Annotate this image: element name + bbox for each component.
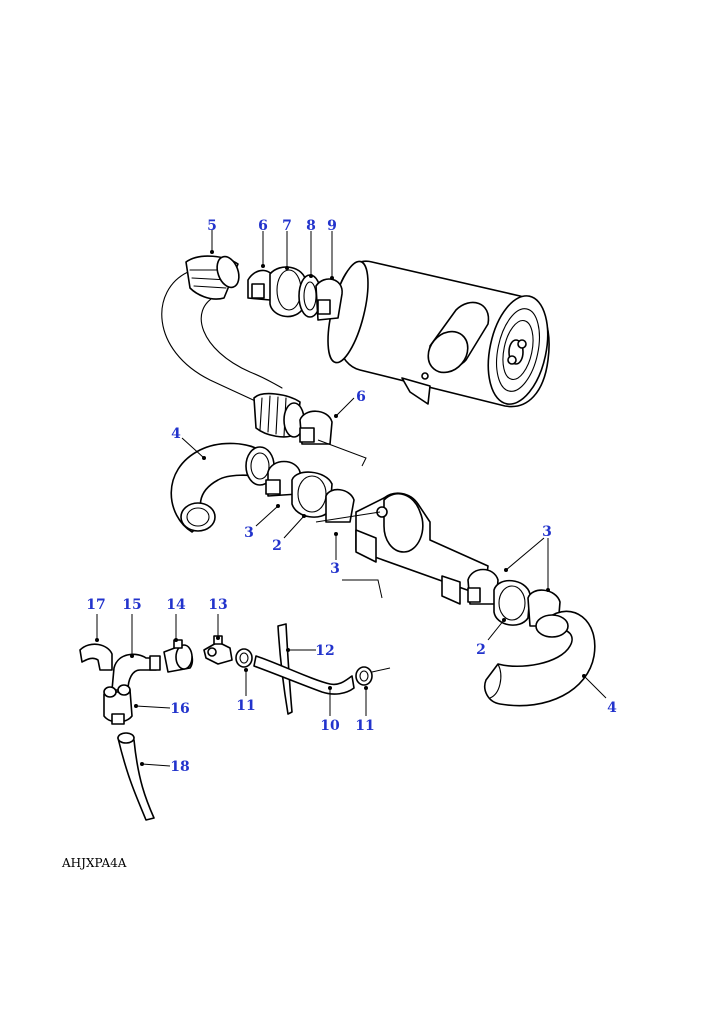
hose-clamps-top: [247, 266, 343, 321]
breather-parts: [79, 623, 391, 821]
clamp-connector-left: [265, 460, 355, 523]
callout-2-left: 2: [272, 538, 282, 554]
callout-4-left: 4: [171, 426, 181, 442]
clamp-connector-right: [467, 568, 561, 627]
callout-3-right: 3: [542, 524, 552, 540]
callout-18: 18: [170, 759, 189, 775]
callout-4-right: 4: [607, 700, 617, 716]
callout-15: 15: [122, 597, 141, 613]
elbow-hose-right: [484, 610, 596, 707]
callout-2-right: 2: [476, 642, 486, 658]
flexible-intake-hose: [161, 255, 305, 438]
hose-clamp-6: [299, 410, 367, 467]
callout-16: 16: [170, 701, 189, 717]
callout-6-top: 6: [258, 218, 268, 234]
callout-13: 13: [208, 597, 227, 613]
callout-12: 12: [315, 643, 334, 659]
callout-3-left: 3: [244, 525, 254, 541]
callout-8: 8: [306, 218, 316, 234]
air-cleaner-housing: [327, 260, 550, 408]
intake-pipe: [315, 492, 489, 605]
callout-9: 9: [327, 218, 337, 234]
callout-3-center: 3: [330, 561, 340, 577]
callout-10: 10: [320, 718, 340, 734]
callout-14: 14: [166, 597, 186, 613]
leader-lines: [95, 230, 607, 767]
callout-11-right: 11: [355, 718, 374, 734]
callout-11-left: 11: [236, 698, 255, 714]
callout-labels: 5 6 7 8 9 6 4 3 2 3 3 2 4 17 15 14 13 12…: [86, 218, 617, 775]
elbow-hose-left: [170, 442, 275, 533]
drawing-reference-code: AHJXPA4A: [62, 856, 127, 870]
callout-7: 7: [282, 218, 292, 234]
callout-5: 5: [207, 218, 217, 234]
callout-17: 17: [86, 597, 105, 613]
callout-6-lower: 6: [356, 389, 366, 405]
